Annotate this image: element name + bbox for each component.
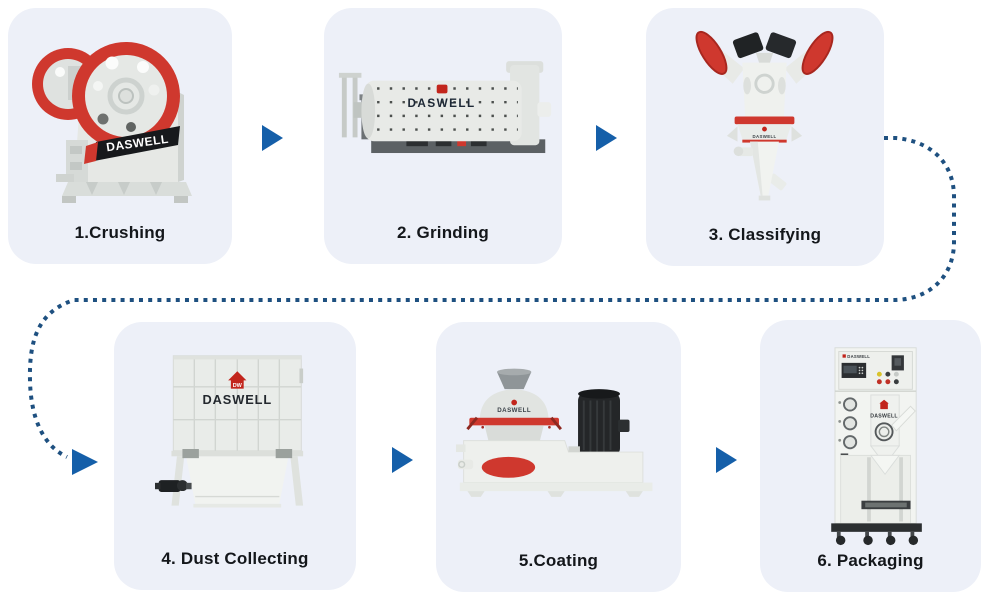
dust-collector-illustration: DW DASWELL [155, 344, 315, 527]
brand-text: DASWELL [847, 354, 870, 359]
ball-mill-illustration: DASWELL [336, 60, 556, 165]
step-label: 5.Coating [518, 551, 599, 570]
packing-machine-image: DASWELL [831, 347, 922, 546]
step-label: 1.Crushing [74, 223, 166, 242]
air-classifier-image: DASWELL [695, 30, 834, 201]
step-card-packaging: DASWELL [760, 320, 981, 592]
step-card-dust-collecting: DW DASWELL 4. Dust Collecting [114, 322, 356, 590]
air-classifier-illustration: DASWELL [692, 24, 837, 217]
jaw-crusher-illustration: DASWELL [26, 22, 211, 217]
step-card-crushing: DASWELL 1.Crushing [8, 8, 232, 264]
brand-text: DASWELL [202, 392, 272, 407]
arrow-right-icon [716, 447, 737, 473]
ball-mill-image: DASWELL [338, 61, 552, 154]
arrow-right-icon [596, 125, 617, 151]
brand-mark-text: DW [233, 383, 243, 389]
jaw-crusher-image: DASWELL [32, 42, 192, 203]
arrow-right-icon [392, 447, 413, 473]
brand-text: DASWELL [497, 407, 531, 414]
packing-machine-illustration: DASWELL [818, 342, 936, 553]
step-label: 3. Classifying [708, 225, 822, 244]
connector-arrowhead-icon [72, 449, 98, 475]
arrow-right-icon [262, 125, 283, 151]
coating-machine-image: DASWELL [456, 368, 653, 497]
step-label: 4. Dust Collecting [161, 549, 309, 568]
step-label: 6. Packaging [817, 551, 924, 570]
step-card-coating: DASWELL [436, 322, 681, 592]
brand-text: DASWELL [407, 97, 475, 110]
step-card-grinding: DASWELL 2. Grinding [324, 8, 562, 264]
step-card-classifying: DASWELL 3. Classifying [646, 8, 884, 266]
coating-machine-illustration: DASWELL [456, 368, 661, 502]
brand-text: DASWELL [870, 414, 898, 420]
dust-collector-image: DW DASWELL [155, 355, 304, 508]
brand-text: DASWELL [752, 134, 776, 139]
step-label: 2. Grinding [397, 223, 489, 242]
